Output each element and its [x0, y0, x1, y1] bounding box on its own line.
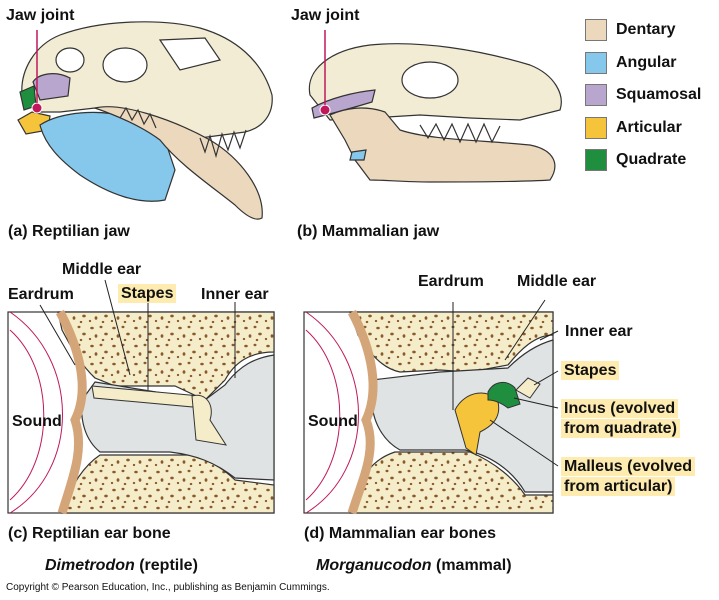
mammal-jaw-joint-marker: [319, 104, 331, 116]
squamosal-swatch: [585, 84, 607, 107]
copyright-notice: Copyright © Pearson Education, Inc., pub…: [6, 582, 330, 593]
dentary-swatch: [585, 19, 607, 42]
d-malleus-pointer: [489, 419, 559, 467]
c-eardrum-pointer: [39, 304, 76, 366]
c-middle-ear-label: Middle ear: [62, 261, 142, 278]
d-species-name: Morganucodon: [316, 557, 432, 574]
d-incus-label-2: from quadrate): [561, 419, 680, 438]
reptilian-skull-drawing: [17, 21, 273, 220]
d-incus-pointer: [513, 397, 559, 409]
caption-a: (a) Reptilian jaw: [8, 223, 130, 240]
legend-item-quadrate: Quadrate: [585, 144, 701, 177]
c-species: Dimetrodon (reptile): [45, 557, 198, 575]
d-species: Morganucodon (mammal): [316, 557, 512, 575]
d-inner-ear-label: Inner ear: [565, 323, 633, 340]
d-inner-ear-pointer: [539, 330, 559, 341]
c-species-name: Dimetrodon: [45, 557, 135, 574]
mammal-jaw-joint-label: Jaw joint: [291, 7, 360, 24]
bone-legend: Dentary Angular Squamosal Articular Quad…: [585, 14, 701, 177]
d-species-type: (mammal): [431, 557, 512, 574]
c-middle-ear-pointer: [104, 279, 131, 376]
d-sound-label: Sound: [308, 413, 358, 430]
c-species-type: (reptile): [134, 557, 198, 574]
d-stapes-label: Stapes: [561, 361, 620, 380]
reptile-jaw-joint-marker: [31, 102, 43, 114]
d-middle-ear-label: Middle ear: [517, 273, 597, 290]
caption-c: (c) Reptilian ear bone: [8, 525, 171, 542]
quadrate-swatch: [585, 149, 607, 172]
angular-swatch: [585, 51, 607, 74]
c-inner-ear-label: Inner ear: [201, 286, 269, 303]
c-eardrum-label: Eardrum: [8, 286, 74, 303]
d-stapes-pointer: [533, 370, 559, 386]
d-malleus-label-2: from articular): [561, 477, 676, 496]
caption-d: (d) Mammalian ear bones: [304, 525, 497, 542]
legend-item-articular: Articular: [585, 112, 701, 145]
mammalian-skull-drawing: [308, 43, 562, 183]
reptile-jaw-joint-label: Jaw joint: [6, 7, 75, 24]
reptilian-ear-drawing: [7, 309, 275, 515]
d-incus-label-1: Incus (evolved: [561, 399, 679, 418]
caption-b: (b) Mammalian jaw: [297, 223, 440, 240]
c-sound-label: Sound: [12, 413, 62, 430]
d-eardrum-label: Eardrum: [418, 273, 484, 290]
d-malleus-label-1: Malleus (evolved: [561, 457, 696, 476]
d-middle-ear-pointer: [504, 299, 546, 361]
c-stapes-label: Stapes: [118, 284, 177, 303]
mammalian-ear-drawing: [303, 309, 554, 515]
legend-item-squamosal: Squamosal: [585, 79, 701, 112]
legend-item-dentary: Dentary: [585, 14, 701, 47]
articular-swatch: [585, 116, 607, 139]
legend-item-angular: Angular: [585, 47, 701, 80]
